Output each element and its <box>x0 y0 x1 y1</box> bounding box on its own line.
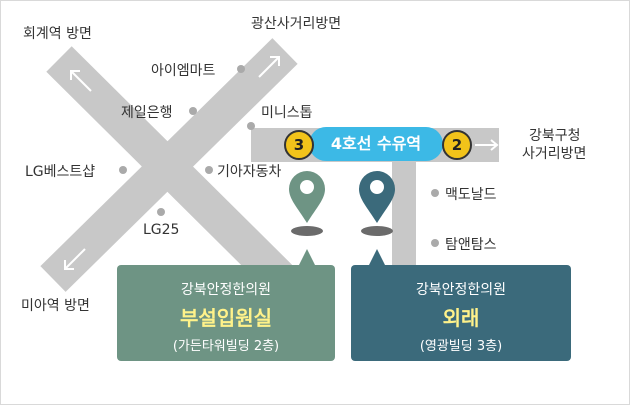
arrow-top-right-icon <box>258 56 280 78</box>
landmark-lg-best: LG베스트샵 <box>25 164 96 180</box>
clinic-building: (가든타워빌딩 2층) <box>172 339 280 354</box>
landmark-lg25: LG25 <box>143 222 180 238</box>
landmark-tamtam: 탐앤탐스 <box>445 237 497 253</box>
landmark-ministop: 미니스톱 <box>261 105 313 121</box>
direction-bottom-left: 미아역 방면 <box>21 298 90 314</box>
clinic-building: (영광빌딩 3층) <box>419 339 503 354</box>
direction-right-line1: 강북구청 <box>529 128 581 144</box>
map-pin-icon <box>289 171 325 265</box>
landmark-dot <box>431 189 439 197</box>
landmark-dot <box>157 208 165 216</box>
direction-right-line2: 사거리방면 <box>522 146 587 162</box>
direction-top-left: 회계역 방면 <box>23 26 92 42</box>
road-vertical <box>392 151 416 271</box>
landmark-dot <box>431 239 439 247</box>
direction-top-right: 광산사거리방면 <box>251 16 342 32</box>
landmark-dot <box>205 166 213 174</box>
clinic-inpatient-box: 강북안정한의원 부설입원실 (가든타워빌딩 2층) <box>117 265 335 361</box>
arrow-bottom-left-icon <box>64 248 86 270</box>
clinic-branch: 외래 <box>442 306 480 330</box>
road-diagonal-2 <box>40 38 298 292</box>
landmark-bank: 제일은행 <box>121 105 173 121</box>
landmark-dot <box>189 107 197 115</box>
clinic-outpatient-box: 강북안정한의원 외래 (영광빌딩 3층) <box>351 265 571 361</box>
clinic-branch: 부설입원실 <box>180 306 272 330</box>
landmark-imart: 아이엠마트 <box>151 63 216 79</box>
exit-2-badge: 2 <box>442 130 472 160</box>
map-pin-icon <box>359 171 395 265</box>
arrow-top-left-icon <box>70 70 92 92</box>
clinic-name: 강북안정한의원 <box>415 282 507 298</box>
landmark-dot <box>237 65 245 73</box>
station-badge: 4호선 수유역 <box>309 127 443 161</box>
landmark-mcdonalds: 맥도날드 <box>445 187 497 203</box>
exit-3-badge: 3 <box>284 130 314 160</box>
arrow-right-icon <box>475 139 499 151</box>
landmark-kia: 기아자동차 <box>217 164 282 180</box>
landmark-dot <box>247 122 255 130</box>
landmark-dot <box>119 166 127 174</box>
clinic-name: 강북안정한의원 <box>180 282 272 298</box>
